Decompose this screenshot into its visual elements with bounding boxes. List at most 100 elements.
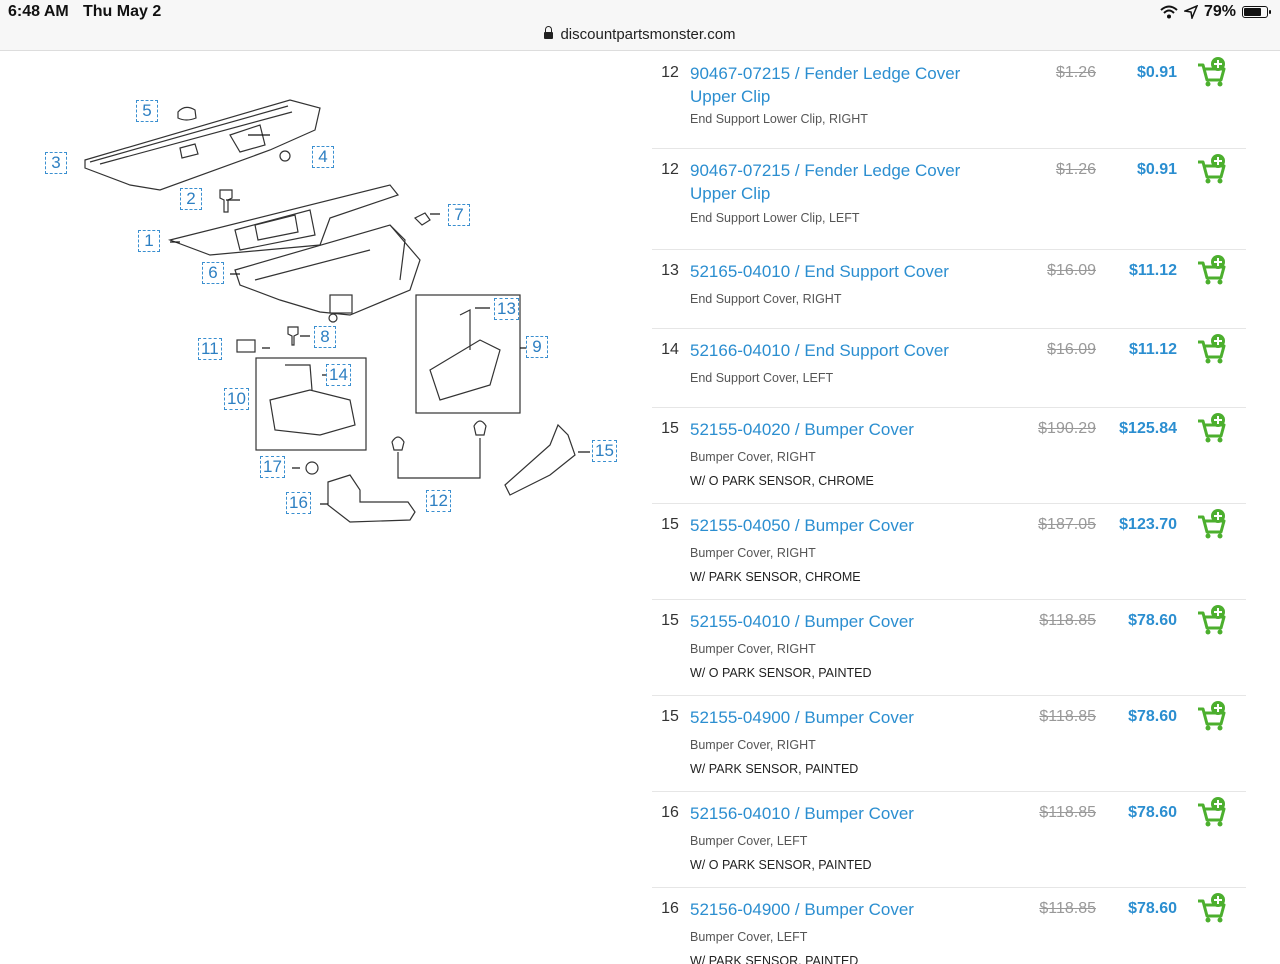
callout-9[interactable]: 9 [526,336,548,358]
part-msrp: $118.85 [1039,804,1096,821]
parts-diagram: 5 3 4 2 7 1 6 13 9 8 11 14 10 17 15 16 1… [30,90,630,530]
part-description: End Support Cover, LEFT [690,371,834,385]
add-to-cart-icon[interactable] [1196,508,1228,540]
callout-5[interactable]: 5 [136,100,158,122]
address-bar[interactable]: discountpartsmonster.com [0,26,1280,51]
part-price: $0.91 [1136,64,1177,81]
callout-13[interactable]: 13 [494,298,519,320]
part-name-link[interactable]: 52156-04900 / Bumper Cover [690,900,914,919]
part-name-link[interactable]: 52155-04050 / Bumper Cover [690,516,914,535]
callout-7[interactable]: 7 [448,204,470,226]
callout-17[interactable]: 17 [260,456,285,478]
callout-10[interactable]: 10 [224,388,249,410]
callout-16[interactable]: 16 [286,492,311,514]
part-note: W/ PARK SENSOR, PAINTED [690,954,859,964]
part-description: End Support Lower Clip, LEFT [690,211,860,225]
part-description: Bumper Cover, RIGHT [690,738,816,752]
add-to-cart-icon[interactable] [1196,412,1228,444]
callout-4[interactable]: 4 [312,146,334,168]
part-price: $123.70 [1119,516,1177,533]
add-to-cart-icon[interactable] [1196,56,1228,88]
part-note: W/ O PARK SENSOR, PAINTED [690,666,872,680]
part-description: Bumper Cover, RIGHT [690,450,816,464]
part-row: 12 90467-07215 / Fender Ledge Cover Uppe… [652,149,1246,250]
callout-12[interactable]: 12 [426,490,451,512]
part-price: $0.91 [1136,161,1177,178]
status-date: Thu May 2 [83,3,162,20]
part-note: W/ PARK SENSOR, PAINTED [690,762,859,776]
part-row: 16 52156-04010 / Bumper Cover Bumper Cov… [652,792,1246,888]
part-price: $11.12 [1128,341,1177,358]
part-name-link[interactable]: 52155-04900 / Bumper Cover [690,708,914,727]
callout-8[interactable]: 8 [314,326,336,348]
battery-percent: 79% [1203,3,1236,20]
part-msrp: $187.05 [1038,516,1096,533]
callout-2[interactable]: 2 [180,188,202,210]
part-name-link[interactable]: 52165-04010 / End Support Cover [690,262,949,281]
part-msrp: $1.26 [1055,64,1096,81]
part-row: 13 52165-04010 / End Support Cover End S… [652,250,1246,329]
add-to-cart-icon[interactable] [1196,604,1228,636]
add-to-cart-icon[interactable] [1196,892,1228,924]
part-description: Bumper Cover, LEFT [690,834,808,848]
part-note: W/ PARK SENSOR, CHROME [690,570,861,584]
part-note: W/ O PARK SENSOR, CHROME [690,474,874,488]
add-to-cart-icon[interactable] [1196,333,1228,365]
part-ref-number: 14 [661,341,679,358]
part-name-link[interactable]: 52155-04020 / Bumper Cover [690,420,914,439]
part-name-link[interactable]: 52155-04010 / Bumper Cover [690,612,914,631]
add-to-cart-icon[interactable] [1196,700,1228,732]
add-to-cart-icon[interactable] [1196,153,1228,185]
part-msrp: $118.85 [1039,612,1096,629]
part-row: 15 52155-04050 / Bumper Cover Bumper Cov… [652,504,1246,600]
part-msrp: $190.29 [1038,420,1096,437]
part-description: End Support Lower Clip, RIGHT [690,112,868,126]
battery-icon [1242,6,1271,18]
part-description: Bumper Cover, RIGHT [690,642,816,656]
callout-1[interactable]: 1 [138,230,160,252]
part-price: $78.60 [1128,900,1177,917]
url-display[interactable]: discountpartsmonster.com [0,26,1280,43]
callout-3[interactable]: 3 [45,152,67,174]
callout-15[interactable]: 15 [592,440,617,462]
callout-6[interactable]: 6 [202,262,224,284]
callout-14[interactable]: 14 [326,364,351,386]
part-msrp: $118.85 [1039,900,1096,917]
part-msrp: $118.85 [1039,708,1096,725]
part-ref-number: 15 [661,516,679,533]
part-name-link[interactable]: 90467-07215 / Fender Ledge Cover Upper C… [690,161,961,203]
location-arrow-icon [1183,5,1198,19]
part-price: $78.60 [1128,708,1177,725]
part-row: 14 52166-04010 / End Support Cover End S… [652,329,1246,408]
wifi-icon [1160,5,1178,19]
part-price: $78.60 [1128,612,1177,629]
part-ref-number: 15 [661,420,679,437]
part-ref-number: 13 [661,262,679,279]
part-ref-number: 16 [661,804,679,821]
part-row: 15 52155-04010 / Bumper Cover Bumper Cov… [652,600,1246,696]
callout-11[interactable]: 11 [198,338,222,360]
status-bar: 6:48 AM Thu May 2 79% [0,0,1280,26]
part-name-link[interactable]: 52166-04010 / End Support Cover [690,341,949,360]
lock-icon [544,26,554,39]
part-ref-number: 12 [661,64,679,81]
part-name-link[interactable]: 52156-04010 / Bumper Cover [690,804,914,823]
part-description: Bumper Cover, LEFT [690,930,808,944]
parts-list: 12 90467-07215 / Fender Ledge Cover Uppe… [652,52,1246,964]
part-ref-number: 15 [661,708,679,725]
exploded-view-drawing [84,99,590,523]
part-name-link[interactable]: 90467-07215 / Fender Ledge Cover Upper C… [690,64,961,106]
add-to-cart-icon[interactable] [1196,796,1228,828]
part-row: 16 52156-04900 / Bumper Cover Bumper Cov… [652,888,1246,964]
part-note: W/ O PARK SENSOR, PAINTED [690,858,872,872]
add-to-cart-icon[interactable] [1196,254,1228,286]
part-msrp: $16.09 [1047,341,1096,358]
part-ref-number: 12 [661,161,679,178]
status-right: 79% [1160,3,1271,21]
part-price: $125.84 [1119,420,1177,437]
part-ref-number: 15 [661,612,679,629]
part-description: End Support Cover, RIGHT [690,292,842,306]
part-description: Bumper Cover, RIGHT [690,546,816,560]
part-msrp: $16.09 [1047,262,1096,279]
part-price: $78.60 [1128,804,1177,821]
